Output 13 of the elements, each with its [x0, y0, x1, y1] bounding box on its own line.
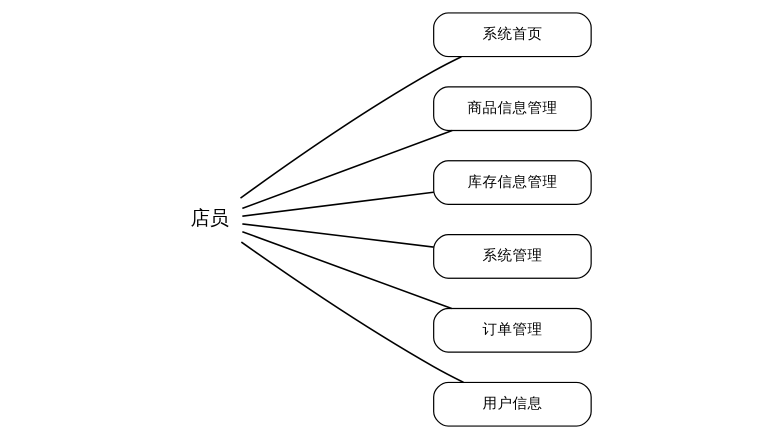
node-box: 系统首页 — [432, 12, 592, 58]
connector — [242, 230, 452, 310]
node-box: 库存信息管理 — [432, 160, 592, 205]
node-box: 订单管理 — [432, 308, 592, 353]
connector — [240, 241, 464, 384]
node-box: 用户信息 — [432, 382, 592, 427]
connector — [242, 223, 433, 248]
node-text: 店员 — [190, 206, 228, 230]
connector — [240, 56, 462, 199]
node-box: 商品信息管理 — [432, 86, 592, 132]
connector — [242, 192, 433, 217]
node-box: 系统管理 — [432, 234, 592, 279]
connector — [242, 130, 452, 210]
